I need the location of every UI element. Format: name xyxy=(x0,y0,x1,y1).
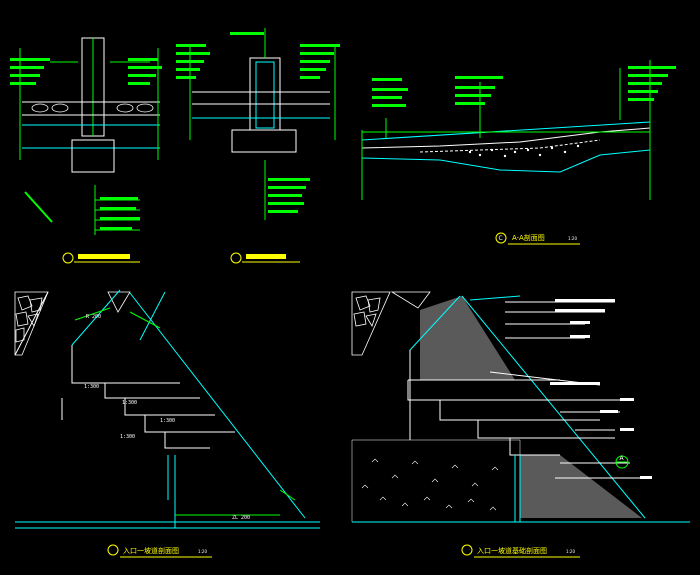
detail-5-labels xyxy=(550,299,652,479)
detail-4-ramp xyxy=(14,289,320,529)
detail-2-caption xyxy=(230,252,300,264)
dim-step-3: 1:300 xyxy=(160,418,175,424)
detail-3-title: A-A剖面图 xyxy=(512,233,545,242)
detail-1-caption xyxy=(62,252,140,264)
detail-3-scale: 1:20 xyxy=(568,236,577,241)
detail-5-caption: 入口一坡道基础剖面图 1:20 xyxy=(461,544,580,558)
detail-2-section xyxy=(189,28,336,220)
detail-4-title: 入口一坡道剖面图 xyxy=(123,546,179,555)
detail-5-marker: A xyxy=(615,455,629,469)
detail-4-dimensions: R 200 1:300 1:300 1:300 1:300 ZL 200 xyxy=(84,314,250,521)
dim-bottom: ZL 200 xyxy=(232,515,250,521)
detail-2-labels xyxy=(176,32,340,213)
detail-4-scale: 1:20 xyxy=(198,549,207,554)
detail-5-gravel xyxy=(361,458,499,511)
detail-5-title: 入口一坡道基础剖面图 xyxy=(477,546,547,555)
detail-3-marker-letter: C xyxy=(499,235,503,242)
detail-5-stone-wall xyxy=(351,291,431,356)
dim-step-4: 1:300 xyxy=(120,434,135,440)
dim-step-1: 1:300 xyxy=(84,384,99,390)
detail-5-marker-letter: A xyxy=(620,455,625,462)
detail-5-scale: 1:20 xyxy=(566,549,575,554)
detail-3-aggregate xyxy=(468,144,580,158)
detail-3-marker xyxy=(495,232,507,244)
detail-4-caption: 入口一坡道剖面图 1:20 xyxy=(107,544,212,558)
detail-4-stone-wall xyxy=(14,291,131,356)
dim-top: R 200 xyxy=(86,314,101,320)
detail-3-section xyxy=(361,60,651,200)
detail-3-caption: C A-A剖面图 1:20 xyxy=(495,232,580,245)
detail-1-paving-stones xyxy=(31,103,154,113)
detail-5-hatch xyxy=(351,296,642,523)
detail-3-labels xyxy=(372,66,676,107)
detail-1-labels xyxy=(10,58,162,230)
dim-step-2: 1:300 xyxy=(122,400,137,406)
